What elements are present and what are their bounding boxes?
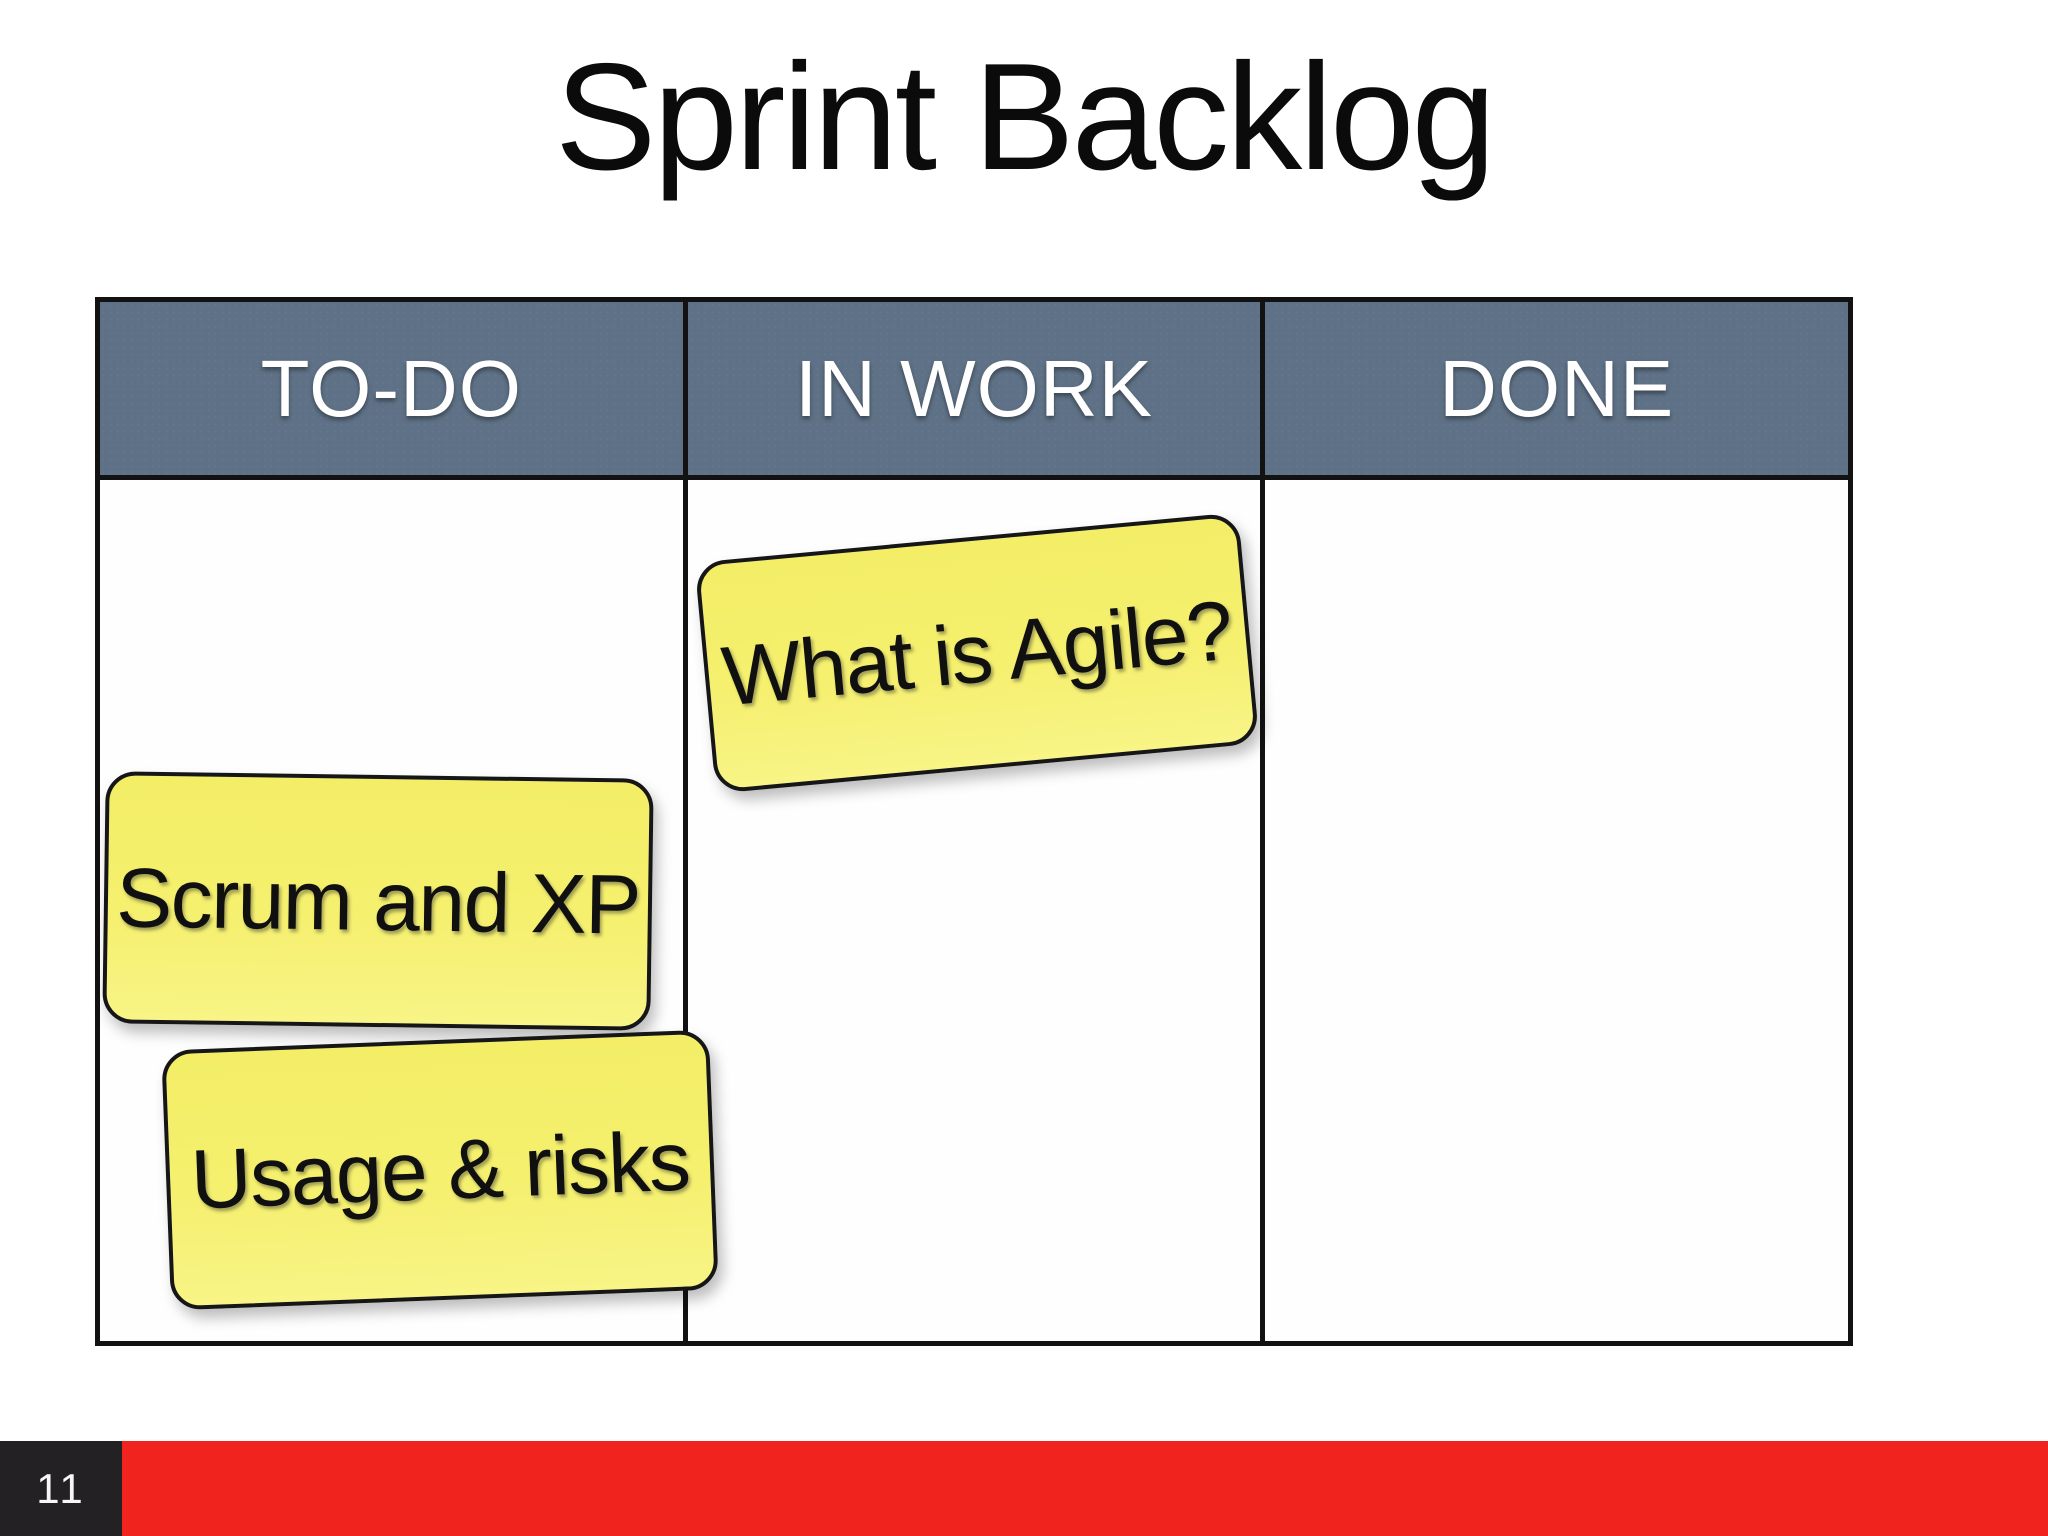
column-header-done: DONE — [1265, 302, 1848, 480]
slide-title: Sprint Backlog — [554, 32, 1496, 202]
sticky-note-usage-and-risks: Usage & risks — [161, 1029, 719, 1311]
page-number-box: 11 — [0, 1441, 122, 1536]
footer-bar: 11 — [0, 1441, 2048, 1536]
footer-accent-bar — [122, 1441, 2048, 1536]
sticky-note-text: What is Agile? — [718, 582, 1236, 723]
column-body-done — [1265, 480, 1848, 1341]
column-header-todo: TO-DO — [100, 302, 683, 480]
page-number: 11 — [36, 1464, 86, 1512]
kanban-board: TO-DO IN WORK DONE — [95, 297, 1853, 1346]
sticky-note-text: Usage & risks — [189, 1112, 691, 1227]
sticky-note-text: Scrum and XP — [115, 849, 641, 952]
column-header-in-work: IN WORK — [682, 302, 1266, 480]
sticky-note-scrum-and-xp: Scrum and XP — [102, 771, 654, 1031]
